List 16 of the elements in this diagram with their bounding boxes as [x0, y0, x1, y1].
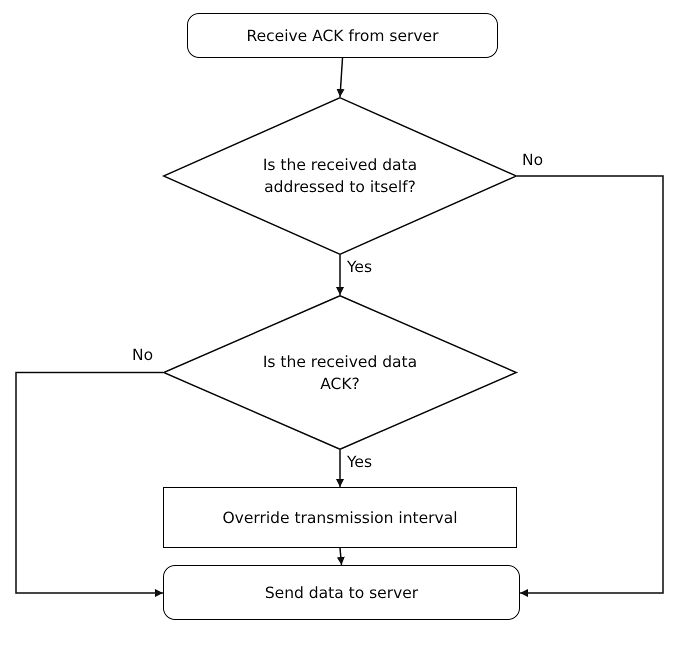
node-text: Is the received data ACK?: [262, 352, 418, 394]
arrow: [15, 372, 163, 597]
decision-diamond: [163, 97, 517, 255]
arrow: [517, 175, 664, 597]
arrow: [336, 255, 344, 295]
arrow: [336, 58, 344, 98]
terminal-box: [187, 13, 498, 58]
decision-diamond: [163, 295, 517, 450]
arrow: [336, 548, 345, 566]
node-text: Receive ACK from server: [246, 26, 438, 46]
node-text: Override transmission interval: [222, 508, 458, 528]
process-box: [163, 487, 517, 548]
arrow: [336, 450, 344, 487]
terminal-box: [163, 565, 520, 620]
node-text: Is the received data addressed to itself?: [262, 155, 418, 198]
node-text: Send data to server: [264, 582, 418, 604]
